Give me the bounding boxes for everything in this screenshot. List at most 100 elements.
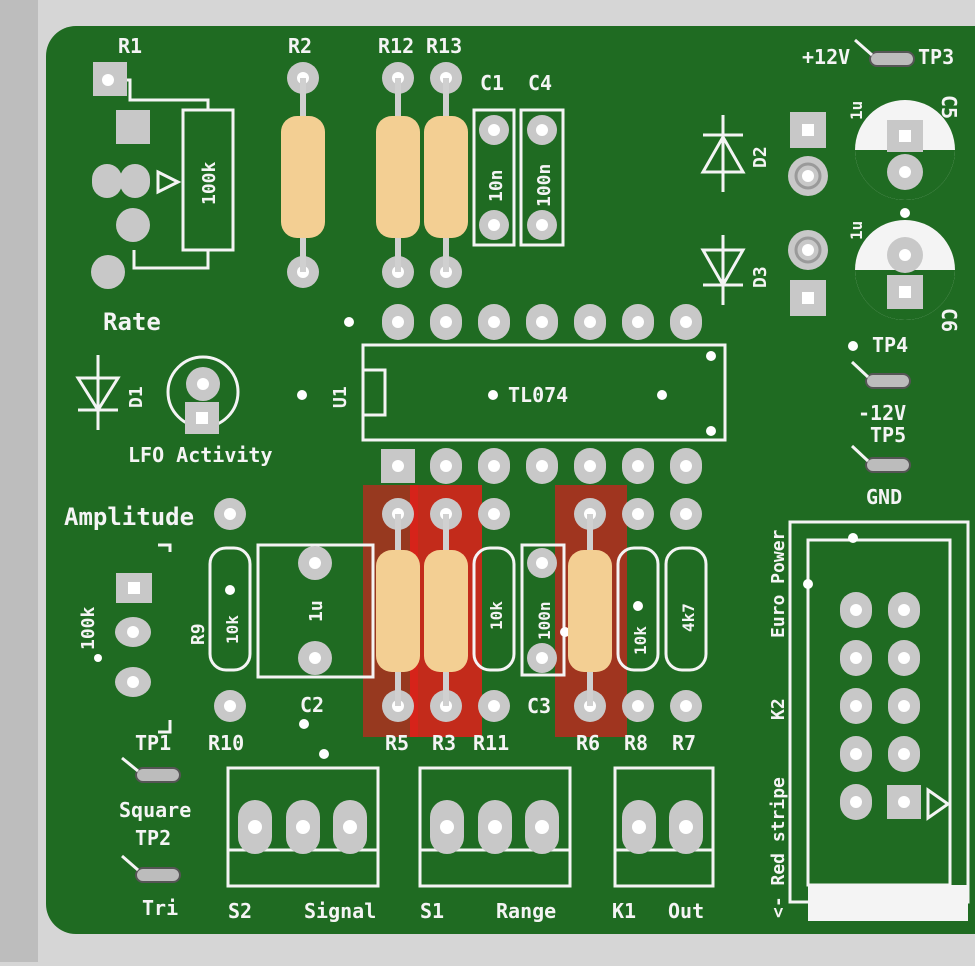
value-c2: 1u bbox=[306, 600, 327, 622]
testpoint-tp2[interactable] bbox=[121, 854, 181, 883]
value-r8: 10k bbox=[631, 626, 650, 655]
k2-pins bbox=[840, 592, 921, 820]
label-range: Range bbox=[496, 899, 556, 923]
testpoint-tp3[interactable] bbox=[854, 38, 915, 67]
label-c6: C6 bbox=[937, 308, 961, 332]
value-c3: 100n bbox=[535, 601, 554, 640]
value-r11: 10k bbox=[487, 601, 506, 630]
label-c4: C4 bbox=[528, 71, 552, 95]
label-c2: C2 bbox=[300, 693, 324, 717]
label-c1: C1 bbox=[480, 71, 504, 95]
capacitor-c2[interactable] bbox=[256, 543, 375, 729]
label-k2: K2 bbox=[768, 698, 789, 720]
switch-s2[interactable] bbox=[226, 749, 380, 888]
resistor-r7[interactable] bbox=[664, 498, 708, 722]
pad-hole bbox=[898, 796, 910, 808]
pad-hole bbox=[632, 316, 644, 328]
label-d2: D2 bbox=[750, 146, 771, 168]
pad-hole bbox=[850, 652, 862, 664]
value-r1: 100k bbox=[199, 161, 220, 205]
pad-hole bbox=[850, 700, 862, 712]
led-d1[interactable] bbox=[75, 355, 240, 434]
capacitor-c3[interactable] bbox=[520, 543, 570, 677]
label-r11: R11 bbox=[473, 731, 509, 755]
testpoint-tp5[interactable] bbox=[850, 444, 911, 473]
pad-hole bbox=[680, 460, 692, 472]
resistor-r11[interactable] bbox=[472, 498, 516, 722]
capacitor-c6[interactable] bbox=[855, 208, 955, 320]
ic-u1[interactable] bbox=[297, 317, 727, 442]
label-r1: R1 bbox=[118, 34, 142, 58]
resistor-r8[interactable] bbox=[616, 498, 660, 722]
value-c5: 1u bbox=[847, 101, 866, 120]
capacitor-c4[interactable] bbox=[519, 108, 565, 247]
value-c1: 10n bbox=[486, 169, 507, 202]
pad-hole bbox=[850, 748, 862, 760]
label-gnd: GND bbox=[866, 485, 902, 509]
pad-hole bbox=[536, 316, 548, 328]
pad-hole bbox=[898, 748, 910, 760]
resistor-r12[interactable] bbox=[376, 62, 420, 288]
label-c3: C3 bbox=[527, 694, 551, 718]
pad-hole bbox=[488, 460, 500, 472]
pad bbox=[116, 110, 150, 144]
pad-hole bbox=[898, 652, 910, 664]
label-out: Out bbox=[668, 899, 704, 923]
resistor-r5[interactable] bbox=[376, 498, 420, 722]
label-tp4: TP4 bbox=[872, 333, 908, 357]
diode-d3[interactable] bbox=[700, 230, 828, 316]
capacitor-c5[interactable] bbox=[855, 100, 955, 200]
jack-k1[interactable] bbox=[613, 766, 715, 888]
amplitude-potentiometer[interactable] bbox=[94, 543, 172, 734]
diode-d2[interactable] bbox=[700, 112, 828, 196]
resistor-r6[interactable] bbox=[568, 498, 612, 722]
capacitor-c1[interactable] bbox=[472, 108, 516, 247]
resistor-r3[interactable] bbox=[424, 498, 468, 722]
label-r9: R9 bbox=[188, 623, 209, 645]
resistor-r9[interactable] bbox=[208, 498, 252, 722]
switch-s1[interactable] bbox=[418, 766, 572, 888]
pad-hole bbox=[584, 316, 596, 328]
label-lfo-activity: LFO Activity bbox=[128, 443, 273, 467]
label-r12: R12 bbox=[378, 34, 414, 58]
euro-power-header-k2[interactable] bbox=[788, 520, 970, 921]
pad-hole bbox=[536, 460, 548, 472]
label-minus12v: -12V bbox=[858, 401, 906, 425]
label-r3: R3 bbox=[432, 731, 456, 755]
pad-hole bbox=[898, 700, 910, 712]
label-r8: R8 bbox=[624, 731, 648, 755]
label-s2: S2 bbox=[228, 899, 252, 923]
value-u1: TL074 bbox=[508, 383, 568, 407]
label-signal: Signal bbox=[304, 899, 376, 923]
label-r6: R6 bbox=[576, 731, 600, 755]
label-tp1: TP1 bbox=[135, 731, 171, 755]
label-tp5: TP5 bbox=[870, 423, 906, 447]
pad-hole bbox=[898, 604, 910, 616]
label-r10: R10 bbox=[208, 731, 244, 755]
pad-hole bbox=[392, 460, 404, 472]
testpoint-tp4[interactable] bbox=[848, 341, 911, 389]
value-c4: 100n bbox=[534, 164, 555, 207]
pad-hole bbox=[440, 460, 452, 472]
pad-hole bbox=[850, 604, 862, 616]
label-c5: C5 bbox=[937, 95, 961, 119]
value-amplitude-pot: 100k bbox=[78, 606, 99, 650]
pad-hole bbox=[850, 796, 862, 808]
label-s1: S1 bbox=[420, 899, 444, 923]
r1-potentiometer[interactable] bbox=[91, 62, 235, 289]
label-amplitude: Amplitude bbox=[64, 503, 194, 531]
label-red-stripe: <- Red stripe bbox=[768, 777, 789, 918]
value-r9: 10k bbox=[223, 615, 242, 644]
testpoint-tp1[interactable] bbox=[121, 756, 181, 783]
label-r5: R5 bbox=[385, 731, 409, 755]
label-r7: R7 bbox=[672, 731, 696, 755]
label-tri: Tri bbox=[142, 896, 178, 920]
resistor-r2[interactable] bbox=[281, 62, 325, 288]
pad-hole bbox=[632, 460, 644, 472]
pad-hole bbox=[392, 316, 404, 328]
label-tp2: TP2 bbox=[135, 826, 171, 850]
resistor-r13[interactable] bbox=[424, 62, 468, 288]
label-euro-power: Euro Power bbox=[768, 529, 789, 638]
label-u1: U1 bbox=[330, 386, 351, 408]
